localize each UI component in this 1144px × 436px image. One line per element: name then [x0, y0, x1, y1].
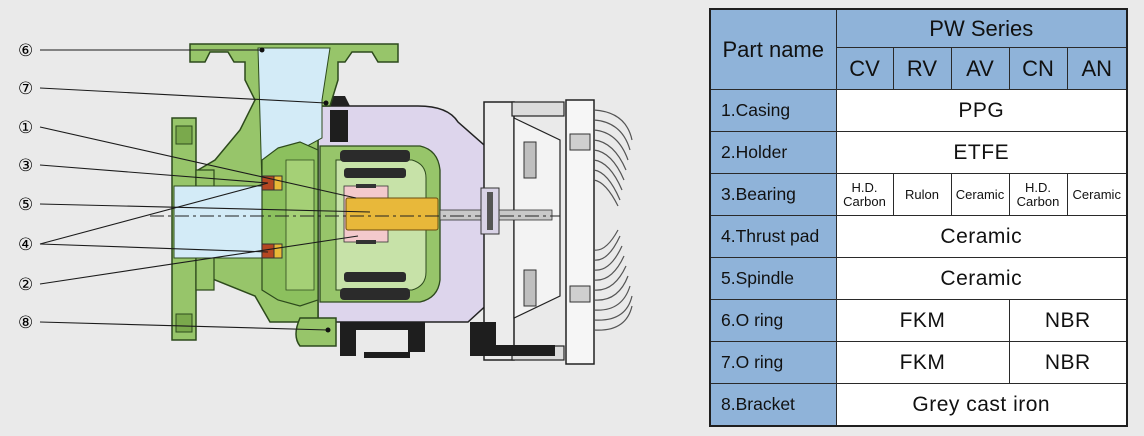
motor-fins — [593, 109, 633, 331]
callout-4: ④ — [18, 235, 33, 254]
part-bracket: 8.Bracket — [709, 383, 837, 427]
series-cn: CN — [1008, 47, 1068, 90]
leader-dots — [259, 47, 331, 333]
table-row: 3.Bearing H.D. Carbon Rulon Ceramic H.D.… — [709, 173, 1128, 216]
callout-6: ⑥ — [18, 41, 33, 60]
o-ring-6-left: FKM — [835, 299, 1010, 342]
callout-1: ① — [18, 118, 33, 137]
bearing-av: Ceramic — [950, 173, 1010, 216]
table-row: 5.Spindle Ceramic — [709, 257, 1128, 300]
part-casing: 1.Casing — [709, 89, 837, 132]
bearing-cn: H.D. Carbon — [1008, 173, 1068, 216]
holder-material: ETFE — [835, 131, 1128, 174]
centerline — [150, 187, 560, 235]
table-row: 4.Thrust pad Ceramic — [709, 215, 1128, 258]
bearing-cv: H.D. Carbon — [835, 173, 894, 216]
table-header-row: Part name PW Series — [709, 8, 1128, 90]
bracket-material: Grey cast iron — [835, 383, 1128, 427]
pump-cross-section-diagram: ⑥ ⑦ ① ③ ⑤ ④ ② ⑧ — [18, 41, 633, 365]
casing-material: PPG — [835, 89, 1128, 132]
spindle — [345, 197, 439, 231]
series-header: PW Series — [835, 8, 1128, 48]
bearing-an: Ceramic — [1066, 173, 1128, 216]
part-thrust-pad: 4.Thrust pad — [709, 215, 837, 258]
series-rv: RV — [892, 47, 952, 90]
o-ring-6-right: NBR — [1008, 299, 1128, 342]
spindle-material: Ceramic — [835, 257, 1128, 300]
thrust-pad-material: Ceramic — [835, 215, 1128, 258]
table-row: 2.Holder ETFE — [709, 131, 1128, 174]
series-cv: CV — [835, 47, 894, 90]
table-row: 8.Bracket Grey cast iron — [709, 383, 1128, 427]
bracket-feet — [340, 322, 555, 358]
materials-table: Part name PW Series CV RV AV CN AN 1.Cas… — [709, 8, 1128, 427]
bearing-rv: Rulon — [892, 173, 952, 216]
part-spindle: 5.Spindle — [709, 257, 837, 300]
callout-5: ⑤ — [18, 195, 33, 214]
part-o-ring-7: 7.O ring — [709, 341, 837, 384]
part-o-ring-6: 6.O ring — [709, 299, 837, 342]
part-holder: 2.Holder — [709, 131, 837, 174]
callout-3: ③ — [18, 156, 33, 175]
o-ring-7-right: NBR — [1008, 341, 1128, 384]
o-ring-7-left: FKM — [835, 341, 1010, 384]
table-row: 6.O ring FKM NBR — [709, 299, 1128, 342]
callout-2: ② — [18, 275, 33, 294]
impeller — [261, 141, 319, 307]
part-name-header: Part name — [709, 8, 837, 90]
callout-7: ⑦ — [18, 79, 33, 98]
leader-lines — [39, 49, 371, 331]
table-row: 7.O ring FKM NBR — [709, 341, 1128, 384]
part-bearing: 3.Bearing — [709, 173, 837, 216]
callout-8: ⑧ — [18, 313, 33, 332]
callout-labels: ⑥ ⑦ ① ③ ⑤ ④ ② ⑧ — [18, 41, 33, 332]
series-an: AN — [1066, 47, 1128, 90]
series-av: AV — [950, 47, 1010, 90]
table-row: 1.Casing PPG — [709, 89, 1128, 132]
series-row: CV RV AV CN AN — [710, 47, 1128, 90]
motor-flange — [483, 99, 595, 365]
